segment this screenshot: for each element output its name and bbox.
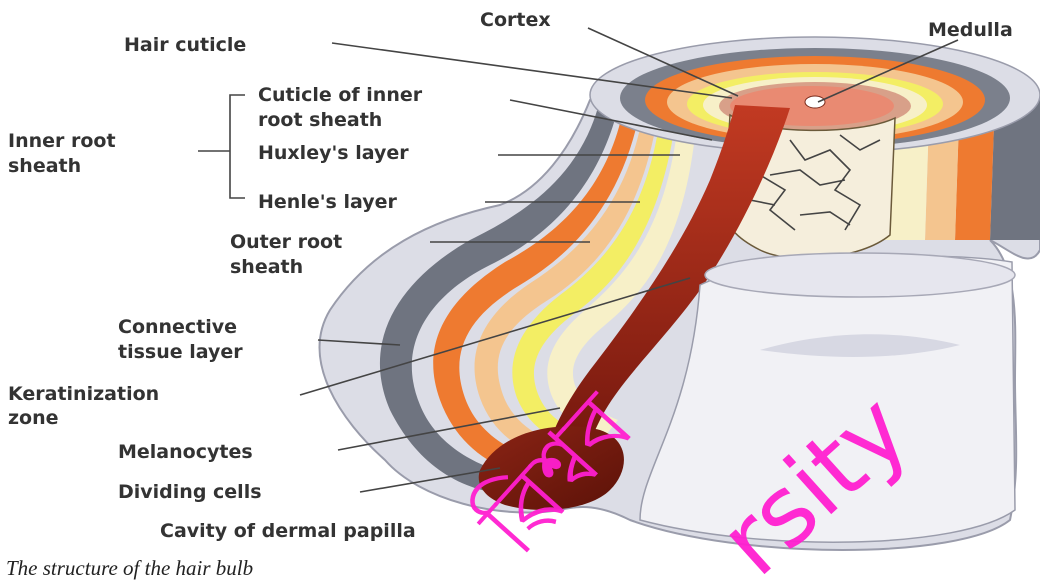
label-melanocytes: Melanocytes	[118, 441, 253, 463]
label-connective-1: Connective	[118, 316, 237, 338]
lower-cylinder-top	[705, 253, 1015, 297]
label-cuticle-inner-2: root sheath	[258, 109, 382, 131]
label-keratin-1: Keratinization	[8, 383, 159, 405]
label-huxley: Huxley's layer	[258, 142, 409, 164]
label-medulla: Medulla	[928, 19, 1013, 41]
label-cortex: Cortex	[480, 9, 551, 31]
label-cavity: Cavity of dermal papilla	[160, 520, 416, 542]
figure-caption: The structure of the hair bulb	[6, 556, 253, 580]
label-dividing-cells: Dividing cells	[118, 481, 262, 503]
label-keratin-2: zone	[8, 407, 59, 429]
label-outer-root-2: sheath	[230, 256, 303, 278]
label-connective-2: tissue layer	[118, 341, 243, 363]
medulla-dot	[805, 96, 825, 108]
label-hair-cuticle: Hair cuticle	[124, 34, 246, 56]
label-henle: Henle's layer	[258, 191, 397, 213]
label-inner-root-2: sheath	[8, 155, 81, 177]
label-outer-root-1: Outer root	[230, 231, 342, 253]
label-inner-root-1: Inner root	[8, 130, 116, 152]
label-cuticle-inner-1: Cuticle of inner	[258, 84, 423, 106]
